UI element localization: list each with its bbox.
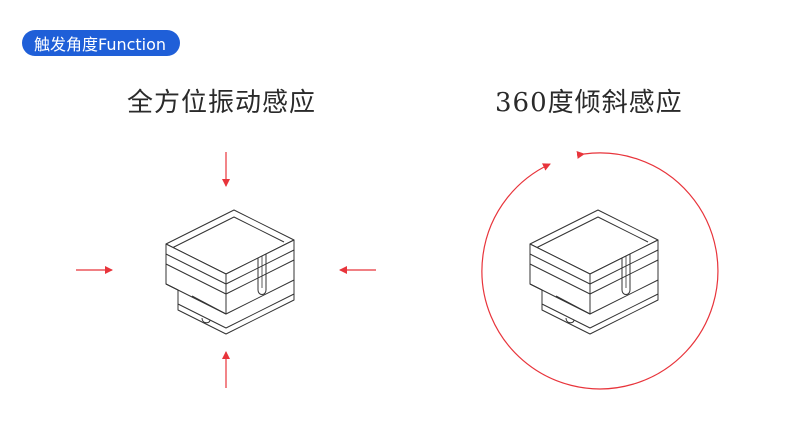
- function-badge: 触发角度Function: [22, 30, 181, 56]
- sensor-component-left: [165, 209, 295, 335]
- function-badge-label: 触发角度Function: [34, 35, 167, 54]
- tilt-360-caption: 360度倾斜感应: [495, 88, 683, 118]
- rotation-circle-arrow: [481, 150, 719, 390]
- omnidirectional-vibration-caption: 全方位振动感应: [127, 88, 317, 118]
- sensor-component-right: [529, 209, 659, 335]
